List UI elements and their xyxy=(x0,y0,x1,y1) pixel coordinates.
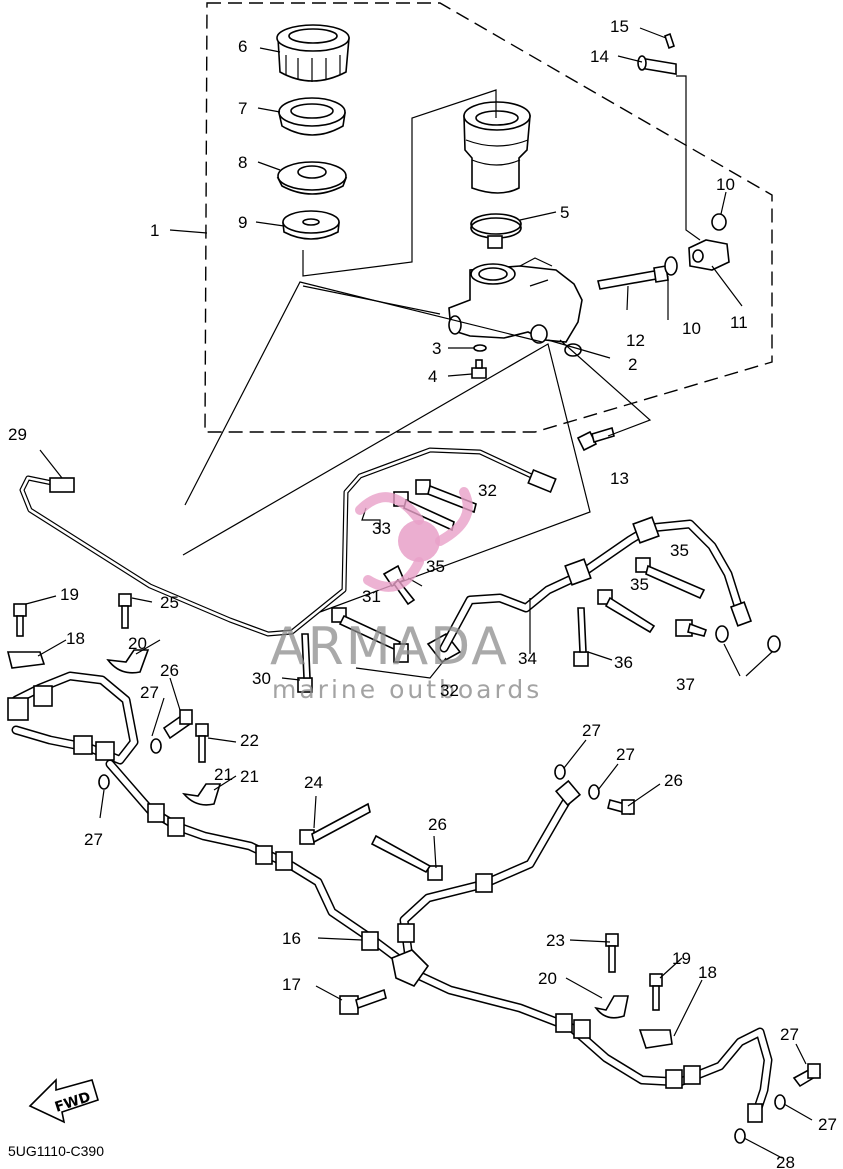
cable-tie xyxy=(297,633,313,693)
callout-17: 17 xyxy=(282,975,301,994)
callout-35: 35 xyxy=(670,541,689,560)
callout-10: 10 xyxy=(716,175,735,194)
callout-20: 20 xyxy=(128,634,147,653)
pipe-fitting xyxy=(527,468,557,494)
callout-12: 12 xyxy=(626,331,645,350)
watermark-logo: ARMADA marine outboards xyxy=(270,487,542,704)
reservoir-cap xyxy=(276,24,350,82)
washers xyxy=(98,738,786,1144)
callout-27: 27 xyxy=(582,721,601,740)
callout-29: 29 xyxy=(8,425,27,444)
washer xyxy=(473,344,487,352)
bracket xyxy=(688,239,730,271)
cotter-pin xyxy=(664,32,675,50)
callout-13: 13 xyxy=(610,469,629,488)
callout-5: 5 xyxy=(560,203,569,222)
callout-21: 21 xyxy=(240,767,259,786)
callout-31: 31 xyxy=(362,587,381,606)
callout-33: 33 xyxy=(372,519,391,538)
bolt-long xyxy=(597,265,669,290)
cable-ties-lower xyxy=(299,802,443,881)
three-way-joint xyxy=(391,949,430,987)
callout-3: 3 xyxy=(432,339,441,358)
float xyxy=(282,210,340,240)
clamp-bracket xyxy=(182,723,222,806)
callout-27: 27 xyxy=(616,745,635,764)
callout-27: 27 xyxy=(140,683,159,702)
bolt-13 xyxy=(576,426,615,452)
clamp-bracket xyxy=(6,603,46,669)
callout-21: 21 xyxy=(214,765,233,784)
callout-18: 18 xyxy=(698,963,717,982)
callout-1: 1 xyxy=(150,221,159,240)
callout-23: 23 xyxy=(546,931,565,950)
callout-30: 30 xyxy=(252,669,271,688)
callout-2: 2 xyxy=(628,355,637,374)
callout-4: 4 xyxy=(428,367,437,386)
bolt-17 xyxy=(339,988,387,1015)
callout-6: 6 xyxy=(238,37,247,56)
callout-36: 36 xyxy=(614,653,633,672)
clamp-bracket xyxy=(594,933,629,1019)
callout-19: 19 xyxy=(60,585,79,604)
washer xyxy=(715,625,729,643)
washer xyxy=(767,635,781,653)
callout-35: 35 xyxy=(426,557,445,576)
cable-tie xyxy=(573,607,589,667)
reservoir xyxy=(463,101,531,194)
assembly-boundary xyxy=(204,2,773,433)
callout-11: 11 xyxy=(730,313,748,332)
callout-10: 10 xyxy=(682,319,701,338)
callout-25: 25 xyxy=(160,593,179,612)
hose-clamp xyxy=(470,213,522,249)
watermark-tagline: marine outboards xyxy=(272,675,542,704)
callout-34: 34 xyxy=(518,649,537,668)
nut-upper xyxy=(711,213,727,231)
callout-7: 7 xyxy=(238,99,247,118)
clamp-bracket xyxy=(106,593,150,674)
callout-24: 24 xyxy=(304,773,323,792)
cable-tie xyxy=(331,607,402,652)
callout-9: 9 xyxy=(238,213,247,232)
bleed-screw xyxy=(471,359,487,379)
cable-tie xyxy=(597,589,656,634)
callout-27: 27 xyxy=(818,1115,837,1134)
callout-16: 16 xyxy=(282,929,301,948)
fwd-arrow-icon: FWD xyxy=(28,1078,99,1124)
diagram-code: 5UG1110-C390 xyxy=(8,1143,104,1159)
callout-20: 20 xyxy=(538,969,557,988)
callout-32: 32 xyxy=(440,681,459,700)
callout-32: 32 xyxy=(478,481,497,500)
hose-fittings xyxy=(7,685,763,1123)
callout-35: 35 xyxy=(630,575,649,594)
callout-22: 22 xyxy=(240,731,259,750)
cable-tie xyxy=(635,557,706,600)
callout-26: 26 xyxy=(428,815,447,834)
union-bolt xyxy=(675,619,708,637)
master-cylinder xyxy=(448,257,583,357)
callout-15: 15 xyxy=(610,17,629,36)
callout-27: 27 xyxy=(84,830,103,849)
nut-lower xyxy=(664,256,678,276)
callout-26: 26 xyxy=(160,661,179,680)
callout-26: 26 xyxy=(664,771,683,790)
callout-19: 19 xyxy=(672,949,691,968)
callout-37: 37 xyxy=(676,675,695,694)
callout-8: 8 xyxy=(238,153,247,172)
callout-18: 18 xyxy=(66,629,85,648)
callout-28: 28 xyxy=(776,1153,795,1169)
callout-14: 14 xyxy=(590,47,609,66)
union-bolts xyxy=(162,709,822,1088)
watermark-brand: ARMADA xyxy=(270,617,509,677)
clamp-bracket xyxy=(638,973,673,1049)
callout-27: 27 xyxy=(780,1025,799,1044)
pipe-fitting xyxy=(49,477,75,493)
diaphragm xyxy=(276,161,348,195)
diaphragm-plate xyxy=(277,97,346,136)
pin xyxy=(637,55,677,75)
